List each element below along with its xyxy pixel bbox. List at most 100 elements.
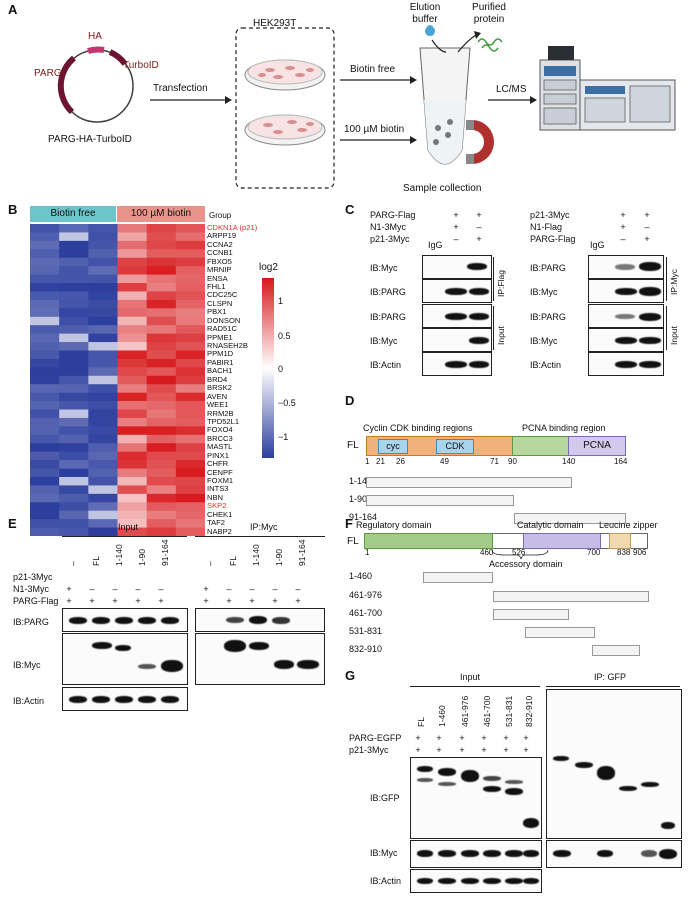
e-header-ip-line: [195, 536, 325, 537]
e-input-blot-myc: [62, 633, 188, 685]
gene-label: MRNIP: [207, 265, 232, 275]
heatmap-cell: [59, 249, 89, 259]
gene-label: ENSA: [207, 273, 228, 283]
sample-collection-label: Sample collection: [403, 183, 482, 194]
gene-label: BRSK2: [207, 383, 232, 393]
e-sign: –: [295, 584, 301, 594]
heatmap-cell: [30, 333, 60, 343]
e-lane-label: –: [205, 561, 215, 566]
heatmap-cell: [59, 451, 89, 461]
c-right-ip-label: IP:Myc: [669, 269, 679, 295]
gene-label: FOXO4: [207, 425, 233, 435]
heatmap-cell: [146, 417, 177, 427]
heatmap-cell: [146, 384, 177, 394]
c-left-blot-label-1: IB:PARG: [370, 287, 406, 297]
f-fl-label: FL: [347, 536, 359, 547]
heatmap-cell: [88, 367, 118, 377]
heatmap-cell: [146, 485, 177, 495]
sign: +: [476, 234, 482, 244]
c-left-blot-1: [422, 279, 492, 303]
e-ip-blot-parg: [195, 608, 325, 632]
heatmap-cell: [117, 476, 148, 486]
ha-label: HA: [88, 31, 102, 42]
heatmap-cell: [59, 493, 89, 503]
c-left-blot-label-2: IB:PARG: [370, 312, 406, 322]
c-right-blot-label-0: IB:PARG: [530, 263, 566, 273]
f-domain-cat: Catalytic domain: [517, 520, 584, 530]
g-blot-label-2: IB:Actin: [370, 876, 402, 886]
f-tick: 526: [512, 548, 526, 557]
g-input-blot-gfp: [410, 757, 542, 839]
heatmap-cell: [146, 299, 177, 309]
gene-label: RRM2B: [207, 408, 234, 418]
heatmap-cell: [117, 308, 148, 318]
heatmap-cell: [59, 434, 89, 444]
group-biotin: 100 µM biotin: [117, 206, 205, 222]
legend-tick-neg-0-5: −0.5: [278, 398, 296, 408]
heatmap-cell: [117, 342, 148, 351]
c-left-row-2: p21-3Myc: [370, 234, 410, 244]
d-tick: 71: [490, 457, 499, 466]
g-blot-label-0: IB:GFP: [370, 793, 400, 803]
gene-label: PPM1D: [207, 349, 234, 359]
e-lane-label: FL: [228, 556, 238, 566]
panel-label-d: D: [345, 393, 355, 408]
e-sign: –: [112, 584, 118, 594]
d-cyc-box: cyc: [378, 439, 408, 454]
heatmap-cell: [88, 283, 118, 292]
heatmap-cell: [59, 283, 89, 292]
heatmap-cell: [59, 224, 89, 233]
heatmap-cell: [175, 417, 205, 427]
heatmap-cell: [117, 316, 148, 326]
d-tick: 90: [508, 457, 517, 466]
f-construct-bar: [525, 627, 595, 638]
heatmap-cell: [117, 257, 148, 267]
heatmap-cell: [146, 401, 177, 411]
f-lz-domain: [609, 533, 631, 549]
heatmap-cell: [146, 224, 177, 233]
sign: –: [476, 222, 482, 232]
e-input-blot-parg: [62, 608, 188, 632]
g-sign: +: [436, 733, 442, 743]
e-row-0: p21-3Myc: [13, 572, 53, 582]
heatmap-cell: [30, 316, 60, 326]
heatmap-cell: [88, 274, 118, 284]
gene-label: INTS3: [207, 484, 229, 494]
heatmap-cell: [175, 266, 205, 276]
heatmap-cell: [117, 392, 148, 402]
f-construct-bar: [493, 591, 649, 602]
heatmap-cell: [117, 249, 148, 259]
e-header-input-line: [62, 536, 187, 537]
e-sign: +: [295, 596, 301, 606]
e-lane-label: 91-164: [297, 539, 307, 566]
heatmap-cell: [146, 358, 177, 368]
heatmap-cell: [59, 257, 89, 267]
g-row-0: PARG-EGFP: [349, 733, 402, 743]
heatmap-cell: [117, 409, 148, 419]
e-blot-label-2: IB:Actin: [13, 696, 45, 706]
heatmap-cell: [175, 375, 205, 385]
c-right-row-1: N1-Flag: [530, 222, 563, 232]
gene-label: CENPF: [207, 467, 233, 477]
heatmap-cell: [59, 519, 89, 529]
heatmap-cell: [117, 266, 148, 276]
lcms-label: LC/MS: [496, 84, 527, 95]
heatmap-cell: [88, 266, 118, 276]
c-right-row-0: p21-3Myc: [530, 210, 570, 220]
g-header-input: Input: [460, 672, 481, 682]
e-ip-blot-myc: [195, 633, 325, 685]
sign: +: [644, 234, 650, 244]
heatmap-cell: [30, 443, 60, 453]
gene-label: RAD51C: [207, 324, 237, 334]
g-lane-label: 461-976: [460, 695, 470, 727]
g-sign: +: [459, 745, 465, 755]
heatmap-cell: [175, 291, 205, 301]
heatmap-cell: [88, 291, 118, 301]
gene-label: FHL1: [207, 282, 226, 292]
heatmap-cell: [30, 409, 60, 419]
heatmap-cell: [59, 291, 89, 301]
d-mid-region: [512, 436, 570, 456]
gene-label: CDKN1A (p21): [207, 223, 258, 232]
heatmap-cell: [146, 434, 177, 444]
heatmap-cell: [175, 308, 205, 318]
